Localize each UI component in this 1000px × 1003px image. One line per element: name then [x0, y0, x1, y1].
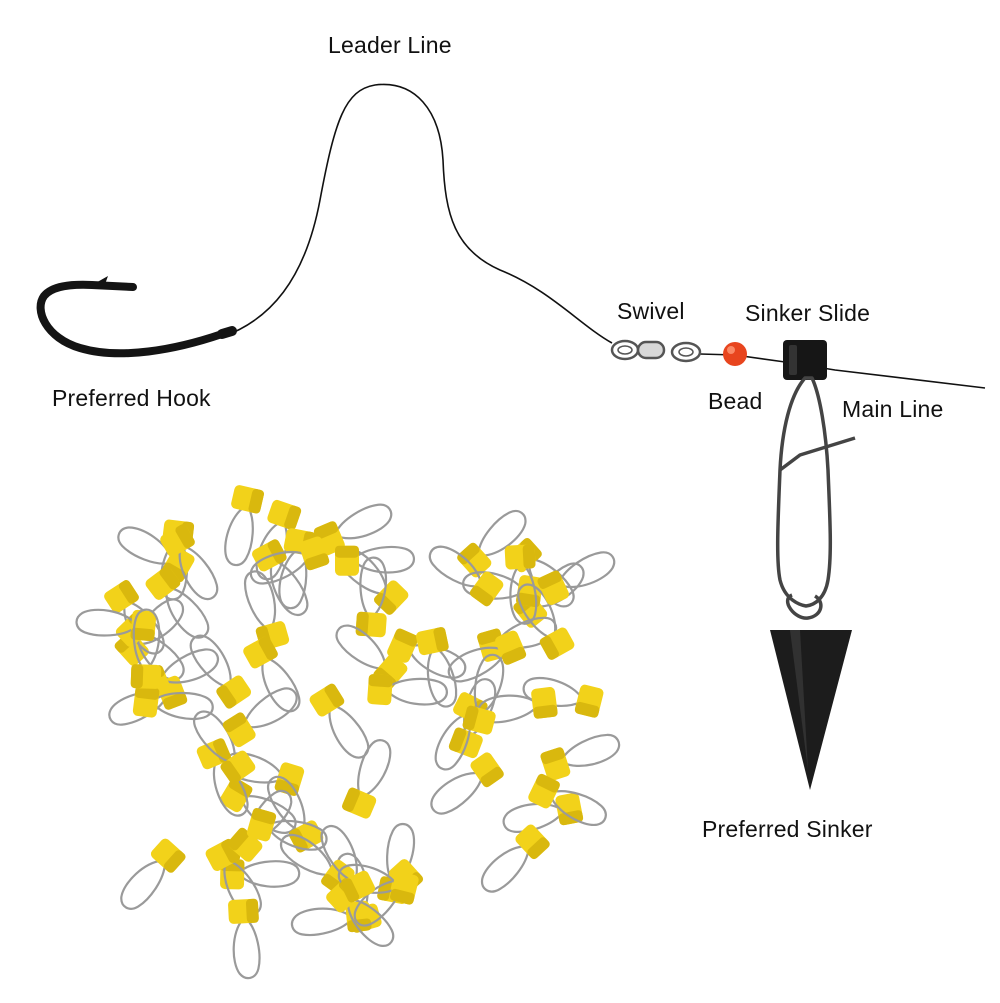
sinker-slide-piece — [367, 674, 448, 706]
sinker-slide-piece — [457, 509, 527, 578]
sinker-slide-piece — [430, 752, 504, 815]
sinker-slide-piece — [416, 627, 458, 708]
sinker-slide-piece — [160, 524, 219, 601]
bead-icon — [723, 342, 747, 366]
fishing-hook-icon — [36, 276, 237, 358]
sinker-slide-piece — [222, 687, 298, 748]
sinker-slide-label: Sinker Slide — [745, 300, 871, 326]
sinker-slide-piece — [447, 630, 527, 683]
sinker-slide-icon — [783, 340, 827, 380]
sinker-slide-piece — [130, 608, 162, 689]
sinker-slide-piece — [335, 545, 415, 576]
sinker-slide-piece — [502, 792, 584, 833]
preferred-hook-label: Preferred Hook — [52, 385, 211, 411]
sinker-slide-piece — [246, 808, 328, 851]
bead-label: Bead — [708, 388, 763, 414]
swivel-label: Swivel — [617, 298, 685, 324]
sinker-slide-piece — [193, 710, 256, 784]
sinker-slide-piece — [504, 544, 538, 625]
sinker-slide-piece — [480, 824, 550, 893]
sinker-slide-piece — [249, 536, 330, 585]
sinker-slide-piece — [355, 556, 388, 638]
main-line-label: Main Line — [842, 396, 944, 422]
sinker-slide-piece — [342, 739, 392, 819]
sinker-slide-piece — [337, 863, 419, 905]
sinker-slide-piece — [196, 738, 249, 817]
sinker-slide-piece — [462, 653, 505, 735]
sinker-slide-piece — [120, 838, 186, 910]
sinker-slide-piece — [309, 683, 370, 759]
sinker-slide-piece — [228, 898, 261, 980]
snap-clip-icon — [775, 376, 856, 620]
sinker-slide-pile-image — [75, 485, 621, 980]
leader-line — [221, 83, 613, 344]
sinker-slide-piece — [145, 566, 210, 639]
sinker-slide-piece — [243, 636, 301, 713]
preferred-sinker-label: Preferred Sinker — [702, 816, 873, 842]
sinker-slide-piece — [320, 825, 376, 903]
sinker-slide-piece — [528, 773, 607, 826]
barrel-swivel-icon — [610, 339, 702, 363]
sinker-slide-piece — [189, 634, 252, 709]
cone-sinker-icon — [770, 630, 852, 790]
leader-line-label: Leader Line — [328, 32, 452, 58]
sinker-slide-piece — [537, 551, 616, 605]
sinker-slide-piece — [540, 733, 621, 781]
sinker-slide-piece — [224, 485, 264, 567]
sinker-slide-piece — [132, 685, 214, 721]
sinker-slide-piece — [428, 545, 504, 607]
sinker-slide-piece — [517, 583, 575, 660]
sinker-slide-piece — [290, 900, 372, 937]
